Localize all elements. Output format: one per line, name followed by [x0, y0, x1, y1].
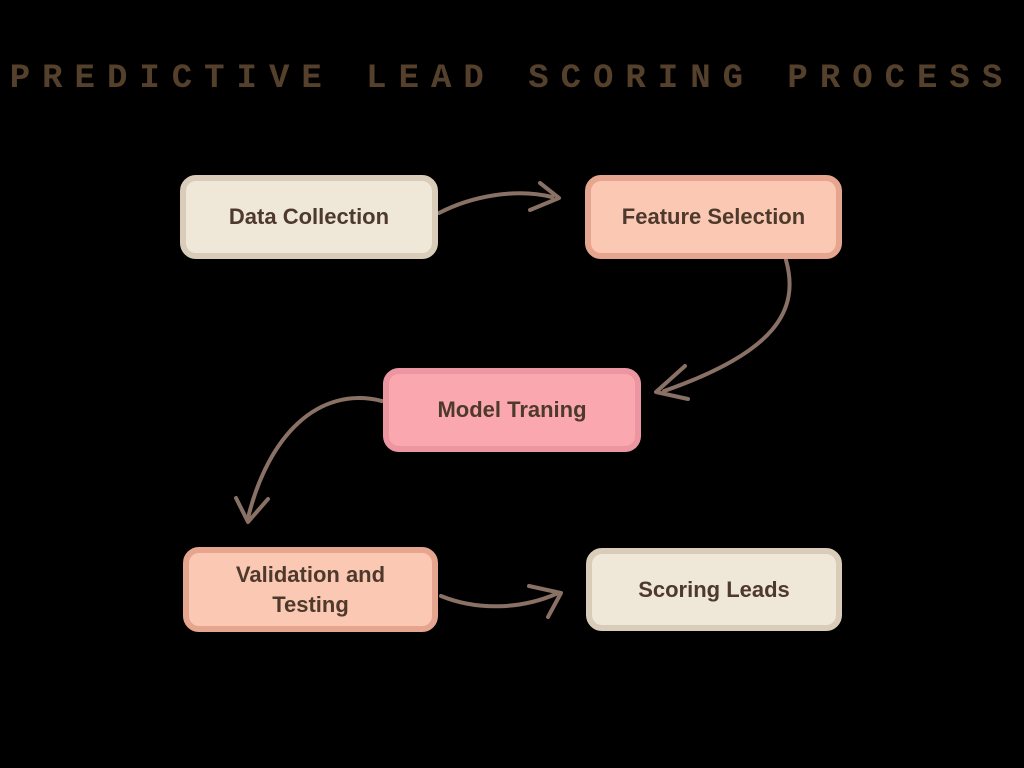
node-scoring-leads: Scoring Leads — [586, 548, 842, 631]
arrow-feature-selection-to-model-training — [654, 258, 792, 401]
node-validation-testing: Validation and Testing — [183, 547, 438, 632]
node-model-training-label: Model Traning — [437, 397, 587, 423]
arrow-data-collection-to-feature-selection — [437, 181, 561, 215]
node-feature-selection-label: Feature Selection — [621, 204, 806, 230]
node-data-collection: Data Collection — [180, 175, 438, 259]
node-scoring-leads-label: Scoring Leads — [638, 576, 790, 602]
diagram-title: PREDICTIVE LEAD SCORING PROCESS — [9, 60, 1015, 98]
node-validation-testing-label: Validation and Testing — [235, 561, 386, 617]
node-model-training: Model Traning — [383, 368, 641, 452]
node-data-collection-label: Data Collection — [228, 204, 390, 230]
arrow-model-training-to-validation-testing — [234, 396, 384, 524]
node-feature-selection: Feature Selection — [585, 175, 842, 259]
arrow-validation-testing-to-scoring-leads — [439, 584, 563, 619]
